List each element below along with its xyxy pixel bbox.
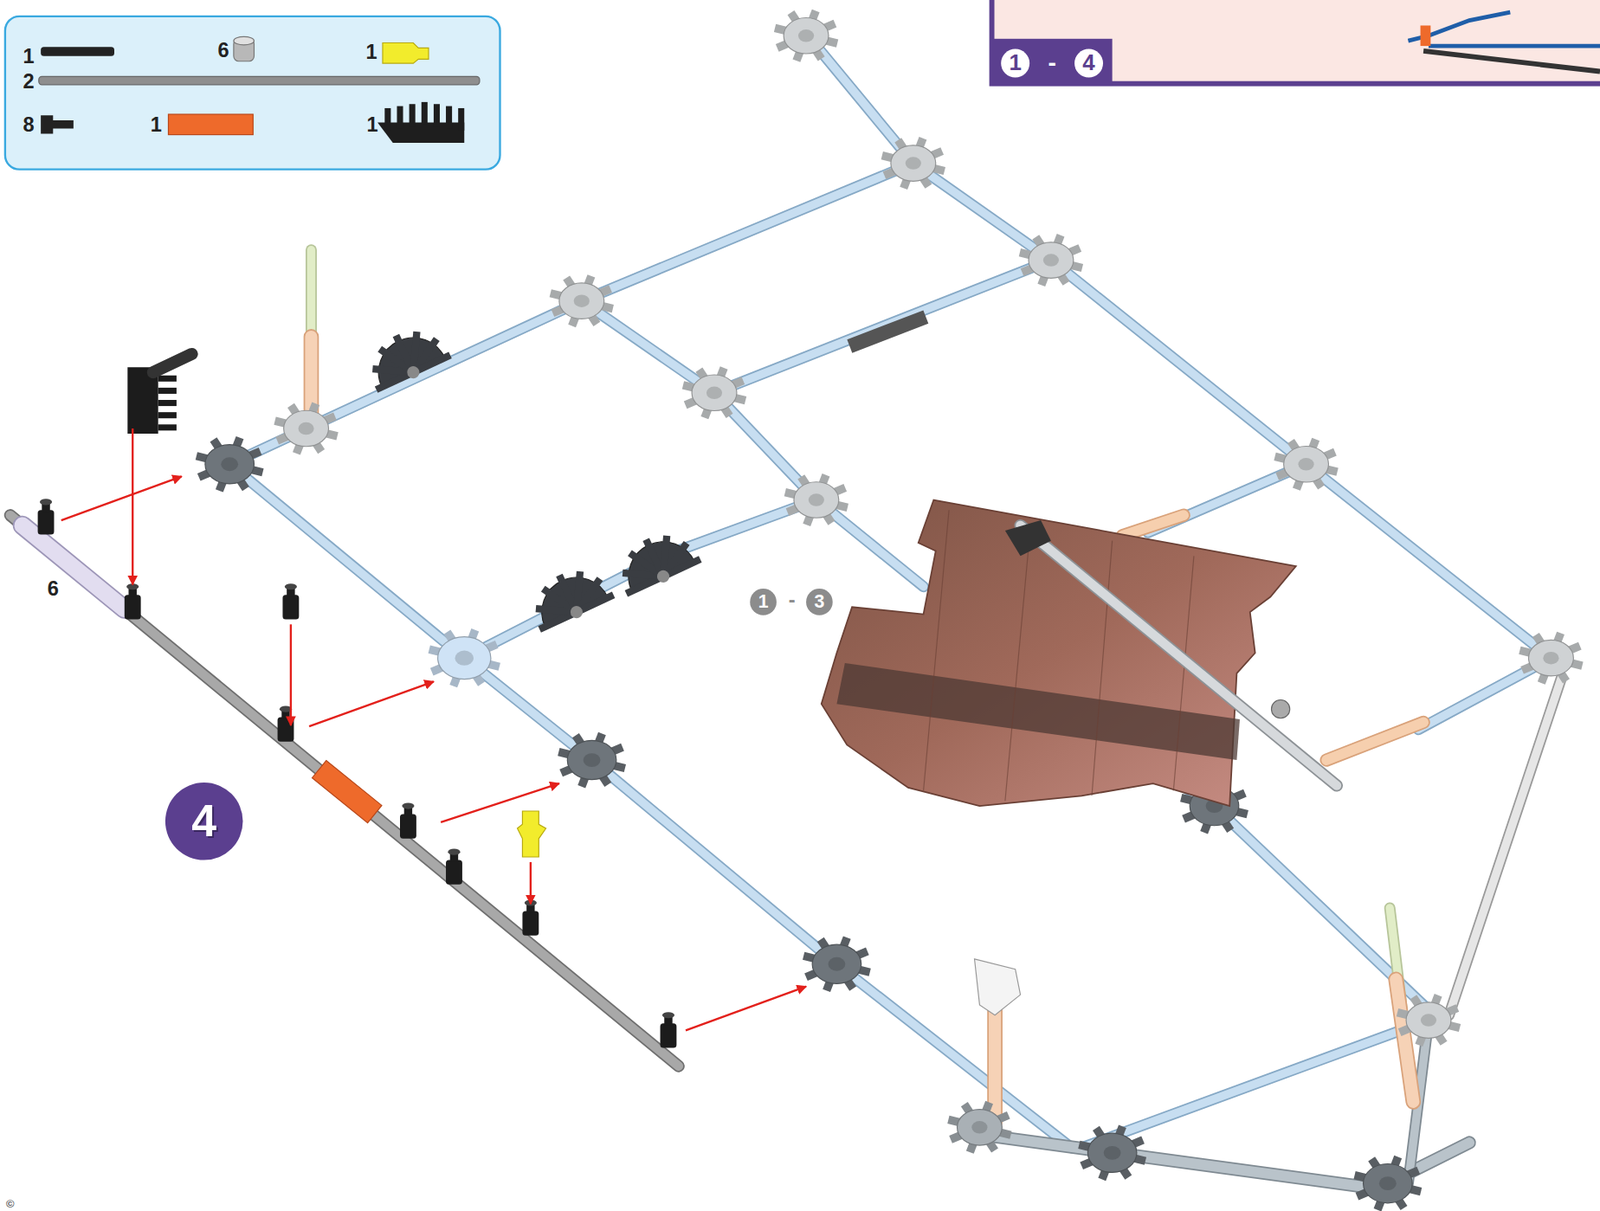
frame — [196, 10, 1583, 1210]
rod-assembly — [10, 354, 807, 1067]
step-range-number: 3 — [813, 593, 825, 612]
parts-box — [5, 16, 501, 170]
part-count: 1 — [22, 46, 34, 68]
step-number: 4 — [191, 799, 217, 845]
part-count: 2 — [22, 72, 34, 94]
part-count: 1 — [367, 115, 379, 136]
part-count: 8 — [22, 115, 34, 136]
step-banner — [992, 0, 1600, 86]
step-range-marker — [749, 588, 833, 616]
part-count: 1 — [150, 115, 162, 136]
step-badge — [165, 782, 244, 861]
copyright: © — [6, 1198, 15, 1210]
wooden-deck — [821, 500, 1337, 807]
step-range-number: 1 — [758, 593, 769, 612]
step-range-dash: - — [1047, 50, 1056, 75]
callout-number: 6 — [47, 579, 59, 600]
part-count: 6 — [218, 40, 230, 62]
step-range-number: 1 — [1008, 51, 1021, 75]
step-range-number: 4 — [1082, 51, 1095, 75]
part-count: 1 — [365, 42, 377, 64]
step-range-dash: - — [788, 590, 796, 612]
